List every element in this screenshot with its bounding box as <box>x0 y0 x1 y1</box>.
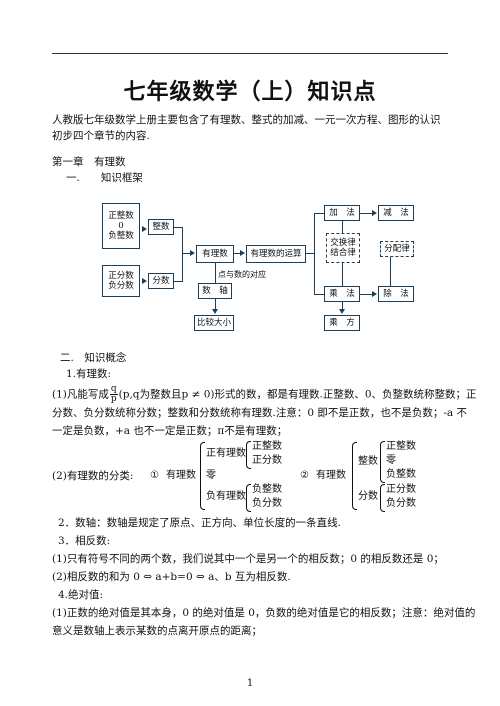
box-compare-size: 比较大小 <box>194 315 234 331</box>
item-number-axis: 2．数轴：数轴是规定了原点、正方向、单位长度的一条直线. <box>58 517 342 529</box>
brace-icon <box>380 484 385 512</box>
brace-icon <box>246 441 251 469</box>
box-fraction: 分数 <box>148 273 174 289</box>
box-multiplication: 乘 法 <box>324 286 360 302</box>
item-rational-heading: 1.有理数: <box>66 368 112 380</box>
item-rational-definition-line2: 分数、负分数统称分数；整数和分数统称有理数.注意：0 即不是正数，也不是负数；-… <box>52 407 467 419</box>
label-positive-integer: 正整数 <box>108 211 134 221</box>
classification-1-positive-fraction: 正分数 <box>252 455 282 466</box>
classification-2-marker: ② <box>300 470 309 481</box>
classification-1-positive: 正有理数 <box>206 448 246 459</box>
box-integer: 整数 <box>148 219 174 235</box>
fraction-denominator: p <box>110 394 117 404</box>
label-point-number-correspondence: 点与数的对应 <box>218 270 266 279</box>
page-number: 1 <box>246 678 254 689</box>
box-distributive: 分配律 <box>380 241 414 257</box>
fraction-numerator: q <box>109 384 118 395</box>
definition-text-rest: (p,q为整数且p ≠ 0)形式的数，都是有理数.正整数、0、负整数统称整数；正 <box>118 388 477 401</box>
classification-1-zero: 零 <box>206 470 216 481</box>
header-rule <box>52 53 448 54</box>
classification-1-root: 有理数 <box>166 470 196 481</box>
arrow-down-icon <box>339 309 345 314</box>
box-fraction-members: 正分数 负分数 <box>102 265 140 297</box>
box-commutative-associative: 交换律 结合律 <box>326 233 360 263</box>
box-rational: 有理数 <box>196 245 234 263</box>
box-subtraction: 减 法 <box>378 205 414 221</box>
classification-1-negative-integer: 负整数 <box>252 484 282 495</box>
label-commutative: 交换律 <box>330 238 356 248</box>
section-heading-framework: 一. 知识框架 <box>66 172 143 184</box>
knowledge-framework-diagram: 正整数 0 负整数 整数 正分数 负分数 分数 有理数 有理数的运算 点与数的对… <box>90 193 430 338</box>
item-rational-classification: (2)有理数的分类: <box>52 470 134 482</box>
classification-2-fraction: 分数 <box>358 491 378 502</box>
item-opposite-2: (2)相反数的和为 0 ⇔ a+b=0 ⇔ a、b 互为相反数. <box>52 571 291 583</box>
intro-paragraph: 人教版七年级数学上册主要包含了有理数、整式的加减、一元一次方程、图形的认识初步四… <box>52 114 441 142</box>
brace-icon <box>200 442 205 510</box>
arrow-icon <box>190 250 195 256</box>
classification-1-negative: 负有理数 <box>206 491 246 502</box>
label-positive-fraction: 正分数 <box>108 271 134 281</box>
item-absolute-1-line1: (1)正数的绝对值是其本身，0 的绝对值是 0，负数的绝对值是它的相反数；注意：… <box>52 607 476 619</box>
item-absolute-heading: 4.绝对值: <box>58 589 104 601</box>
label-associative: 结合律 <box>330 248 356 258</box>
box-rational-operations: 有理数的运算 <box>246 245 306 263</box>
page-title: 七年级数学（上）知识点 <box>123 80 377 105</box>
arrow-icon <box>240 250 245 256</box>
item-opposite-heading: 3．相反数: <box>58 535 111 547</box>
definition-text-start: (1)凡能写成 <box>52 388 109 401</box>
box-integer-members: 正整数 0 负整数 <box>102 203 140 249</box>
box-division: 除 法 <box>378 286 414 302</box>
brace-icon <box>380 441 385 483</box>
classification-2-negative-integer: 负整数 <box>386 469 416 480</box>
brace-icon <box>352 442 357 510</box>
classification-2-root: 有理数 <box>316 470 346 481</box>
classification-1-negative-fraction: 负分数 <box>252 498 282 509</box>
arrow-icon <box>372 210 377 216</box>
arrow-down-icon <box>212 309 218 314</box>
box-addition: 加 法 <box>324 205 360 221</box>
item-absolute-1-line2: 意义是数轴上表示某数的点离开原点的距离； <box>52 625 262 637</box>
classification-1-marker: ① <box>150 470 159 481</box>
classification-2-negative-fraction: 负分数 <box>386 498 416 509</box>
label-negative-integer: 负整数 <box>108 231 134 241</box>
item-opposite-1: (1)只有符号不同的两个数，我们说其中一个是另一个的相反数；0 的相反数还是 0… <box>52 553 444 565</box>
classification-2-integer: 整数 <box>358 456 378 467</box>
classification-2-positive-fraction: 正分数 <box>386 484 416 495</box>
classification-2-zero: 零 <box>386 455 396 466</box>
brace-icon <box>246 484 251 512</box>
box-number-axis: 数 轴 <box>198 283 232 299</box>
arrow-icon <box>142 278 147 284</box>
section-heading-concepts: 二. 知识概念 <box>60 352 127 364</box>
box-power: 乘 方 <box>324 315 360 331</box>
chapter-heading: 第一章 有理数 <box>52 156 126 168</box>
label-negative-fraction: 负分数 <box>108 281 134 291</box>
label-zero: 0 <box>118 221 124 231</box>
item-rational-definition-line3: 一定是负数，+a 也不一定是正数；π不是有理数； <box>52 425 288 437</box>
classification-2-positive-integer: 正整数 <box>386 441 416 452</box>
arrow-icon <box>142 226 147 232</box>
arrow-icon <box>372 291 377 297</box>
classification-1-positive-integer: 正整数 <box>252 441 282 452</box>
